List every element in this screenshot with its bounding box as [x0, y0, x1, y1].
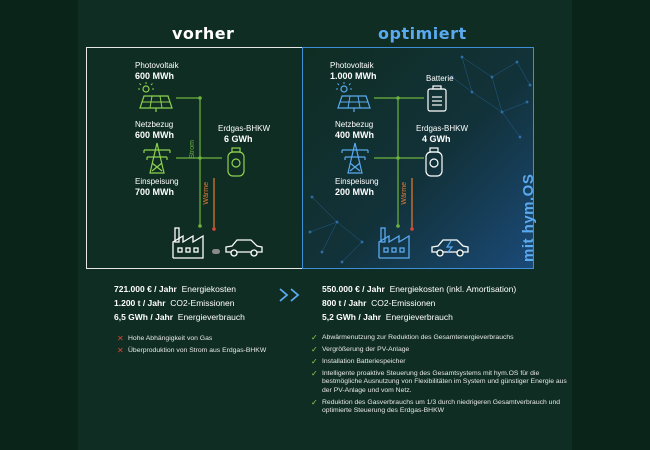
after-stat-energy: 5,2 GWh / Jahr Energieverbrauch [322, 312, 453, 322]
before-stat-co2: 1.200 t / Jahr CO2-Emissionen [114, 298, 235, 308]
before-bullet: Hohe Abhängigkeit von Gas [128, 335, 213, 342]
after-chp-value: 4 GWh [422, 134, 451, 144]
heading-after: optimiert [378, 24, 467, 43]
car-icon [225, 239, 263, 257]
before-grid-value: 600 MWh [135, 130, 175, 140]
power-pylon-icon [143, 142, 171, 174]
after-grid-label: Netzbezug [335, 120, 374, 129]
before-feed-label: Einspeisung [135, 177, 179, 186]
gas-bottle-icon [227, 147, 245, 177]
gas-bottle-icon [425, 147, 443, 177]
check-icon: ✓ [311, 369, 318, 378]
after-waerme-label: Wärme [401, 182, 408, 205]
before-chp-value: 6 GWh [224, 134, 253, 144]
solar-panel-icon [138, 82, 173, 112]
before-pv-value: 600 MWh [135, 71, 175, 81]
after-bullet: Reduktion des Gasverbrauchs um 1/3 durch… [322, 399, 561, 415]
before-grid-label: Netzbezug [135, 120, 174, 129]
after-grid-value: 400 MWh [335, 130, 375, 140]
before-bullet: Überproduktion von Strom aus Erdgas-BHKW [128, 347, 267, 354]
solar-panel-icon [336, 82, 371, 112]
check-icon: ✓ [311, 357, 318, 366]
after-pv-value: 1.000 MWh [330, 71, 377, 81]
after-bullet: Intelligente proaktive Steuerung des Ges… [322, 370, 567, 394]
before-stat-energy: 6,5 GWh / Jahr Energieverbrauch [114, 312, 245, 322]
factory-icon [378, 227, 410, 259]
smoke-puff [212, 249, 220, 254]
after-pv-label: Photovoltaik [330, 61, 374, 70]
after-bullet: Abwärmenutzung zur Reduktion des Gesamte… [322, 334, 514, 341]
after-stat-co2: 800 t / Jahr CO2-Emissionen [322, 298, 436, 308]
before-chp-label: Erdgas-BHKW [218, 124, 271, 133]
check-icon: ✓ [311, 398, 318, 407]
after-diagram-box [302, 47, 534, 269]
cross-icon: ✕ [117, 334, 124, 343]
cross-icon: ✕ [117, 346, 124, 355]
before-feed-value: 700 MWh [135, 187, 175, 197]
after-battery-label: Batterie [426, 74, 454, 83]
factory-icon [172, 227, 204, 259]
after-bullet: Vergrößerung der PV-Anlage [322, 346, 410, 353]
before-pv-label: Photovoltaik [135, 61, 179, 70]
battery-icon [427, 85, 447, 112]
electric-car-icon [431, 239, 469, 257]
left-margin [0, 0, 78, 450]
after-feed-value: 200 MWh [335, 187, 375, 197]
check-icon: ✓ [311, 333, 318, 342]
right-margin [572, 0, 650, 450]
before-stat-costs: 721.000 € / Jahr Energiekosten [114, 284, 236, 294]
after-stat-costs: 550.000 € / Jahr Energiekosten (inkl. Am… [322, 284, 517, 294]
heading-before: vorher [172, 24, 235, 43]
check-icon: ✓ [311, 345, 318, 354]
after-feed-label: Einspeisung [335, 177, 379, 186]
power-pylon-icon [341, 142, 369, 174]
brand-label: mit hym.OS [520, 173, 537, 262]
network-pattern [308, 55, 532, 264]
after-bullet: Installation Batteriespeicher [322, 358, 406, 365]
after-chp-label: Erdgas-BHKW [416, 124, 469, 133]
double-chevron-icon [279, 288, 300, 302]
